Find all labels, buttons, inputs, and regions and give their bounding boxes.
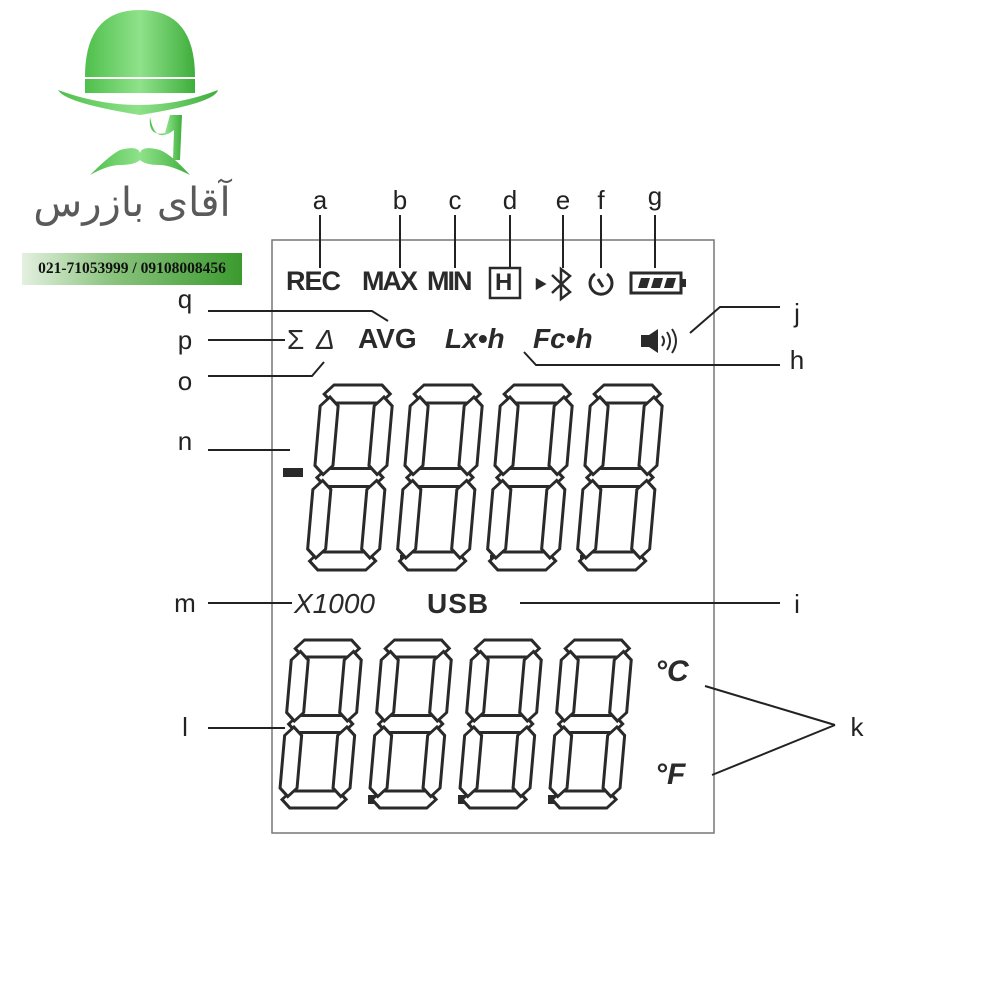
callout-g: g <box>647 181 663 211</box>
minus-sign <box>283 468 303 477</box>
seven-segment-digit <box>396 383 484 572</box>
digit-segment <box>486 478 513 561</box>
digit-segment <box>555 649 580 724</box>
callout-b: b <box>392 185 408 215</box>
callout-i: i <box>794 589 800 619</box>
digit-segment <box>493 394 520 477</box>
lux-hour-indicator: Lx•h <box>445 323 505 354</box>
rec-indicator: REC <box>286 266 341 296</box>
digit-segment <box>313 394 340 477</box>
digit-segment <box>540 478 567 561</box>
avg-indicator: AVG <box>358 323 417 354</box>
digit-segment <box>338 649 363 724</box>
digit-segment <box>278 724 304 799</box>
auto-off-timer-icon <box>588 272 614 296</box>
main-digits <box>306 383 664 572</box>
battery-bar <box>651 278 663 288</box>
lcd-frame <box>271 239 715 834</box>
digit-segment <box>630 478 657 561</box>
min-indicator: MIN <box>427 266 472 296</box>
seven-segment-digit <box>576 383 664 572</box>
seven-segment-digit <box>368 638 453 810</box>
digit-segment <box>428 649 453 724</box>
secondary-digits <box>278 638 633 810</box>
digit-segment <box>458 724 484 799</box>
seven-segment-digit <box>486 383 574 572</box>
delta-indicator: Δ <box>316 324 335 355</box>
digit-segment <box>421 724 447 799</box>
digit-segment <box>396 478 423 561</box>
x1000-indicator: X1000 <box>294 588 375 619</box>
fahrenheit-indicator: °F <box>655 758 686 791</box>
callout-h: h <box>789 345 805 375</box>
callout-a: a <box>312 185 328 215</box>
logo-phone: 021-71053999 / 09108008456 <box>22 253 242 285</box>
callout-f: f <box>597 185 605 215</box>
digit-segment <box>375 649 400 724</box>
digit-segment <box>576 478 603 561</box>
battery-bar <box>664 278 676 288</box>
digit-segment <box>518 649 543 724</box>
digit-segment <box>306 478 333 561</box>
callout-j: j <box>794 298 800 328</box>
callout-c: c <box>448 185 462 215</box>
digit-segment <box>547 394 574 477</box>
bluetooth-icon <box>535 266 572 302</box>
digit-segment <box>601 724 627 799</box>
callout-o: o <box>177 366 193 396</box>
digit-segment <box>368 724 394 799</box>
sigma-indicator: Σ <box>287 324 305 355</box>
battery-bar <box>638 278 650 288</box>
callout-d: d <box>502 185 518 215</box>
digit-segment <box>637 394 664 477</box>
digit-segment <box>548 724 574 799</box>
callout-e: e <box>555 185 571 215</box>
speaker-icon <box>641 328 677 354</box>
digit-segment <box>511 724 537 799</box>
callout-k: k <box>850 712 864 742</box>
callout-q: q <box>177 284 193 314</box>
digit-segment <box>360 478 387 561</box>
seven-segment-digit <box>458 638 543 810</box>
seven-segment-digit <box>306 383 394 572</box>
callout-m: m <box>174 588 196 618</box>
digit-segment <box>367 394 394 477</box>
callout-l: l <box>182 712 188 742</box>
digit-segment <box>457 394 484 477</box>
callout-p: p <box>177 325 193 355</box>
celsius-indicator: °C <box>655 655 689 688</box>
footcandle-hour-indicator: Fc•h <box>533 323 593 354</box>
max-indicator: MAX <box>362 266 418 296</box>
seven-segment-digit <box>278 638 363 810</box>
battery-icon <box>629 271 686 295</box>
digit-segment <box>583 394 610 477</box>
digit-segment <box>465 649 490 724</box>
hold-box <box>488 266 522 300</box>
logo-text: آقای بازرس <box>33 180 231 226</box>
digit-segment <box>450 478 477 561</box>
usb-indicator: USB <box>427 588 490 619</box>
hat-mustache-logo <box>58 10 218 175</box>
digit-segment <box>331 724 357 799</box>
digit-segment <box>285 649 310 724</box>
digit-segment <box>608 649 633 724</box>
callout-n: n <box>177 426 193 456</box>
digit-segment <box>403 394 430 477</box>
hold-indicator: H <box>495 269 513 296</box>
seven-segment-digit <box>548 638 633 810</box>
